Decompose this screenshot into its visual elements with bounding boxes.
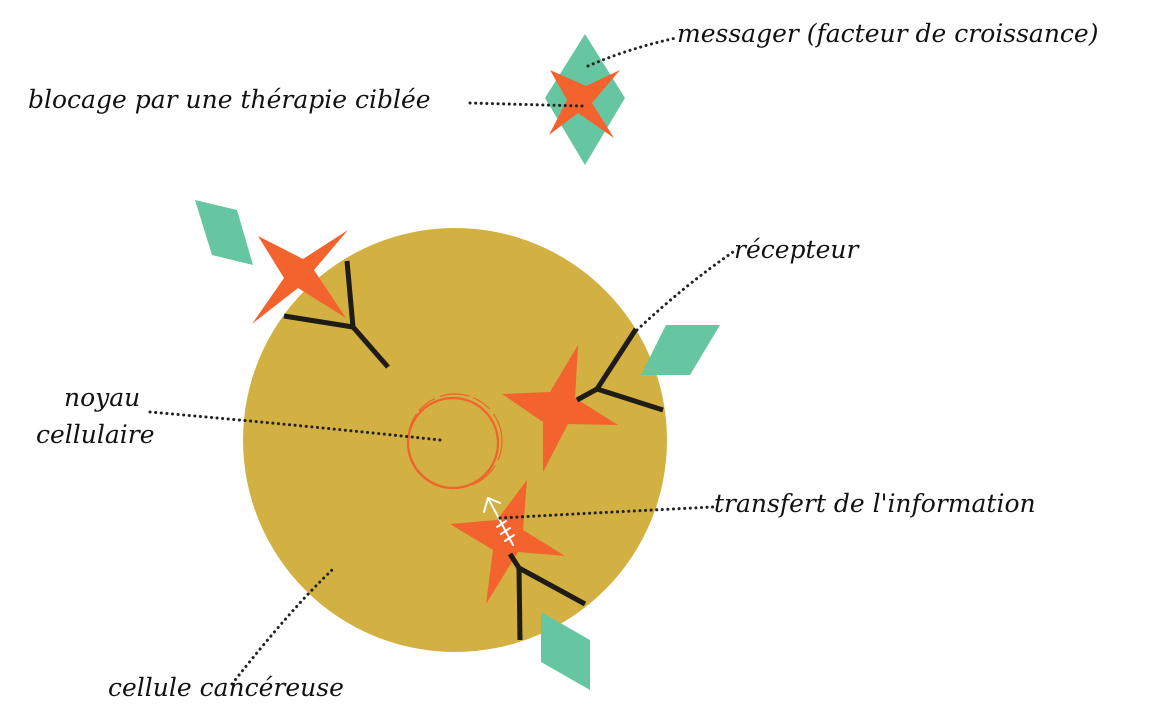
label-messenger: messager (facteur de croissance) — [677, 20, 1098, 48]
label-cancer-cell: cellule cancéreuse — [108, 674, 344, 702]
messenger-bottom-icon — [541, 612, 590, 690]
label-nucleus-line2: cellulaire — [36, 421, 155, 449]
messenger-right-icon — [641, 325, 720, 375]
label-receptor: récepteur — [734, 236, 858, 264]
messenger-free-icon — [195, 200, 253, 265]
label-blocking: blocage par une thérapie ciblée — [28, 86, 431, 114]
label-transfer: transfert de l'information — [714, 490, 1036, 518]
label-nucleus-line1: noyau — [64, 384, 140, 412]
leader-receptor — [637, 252, 733, 330]
